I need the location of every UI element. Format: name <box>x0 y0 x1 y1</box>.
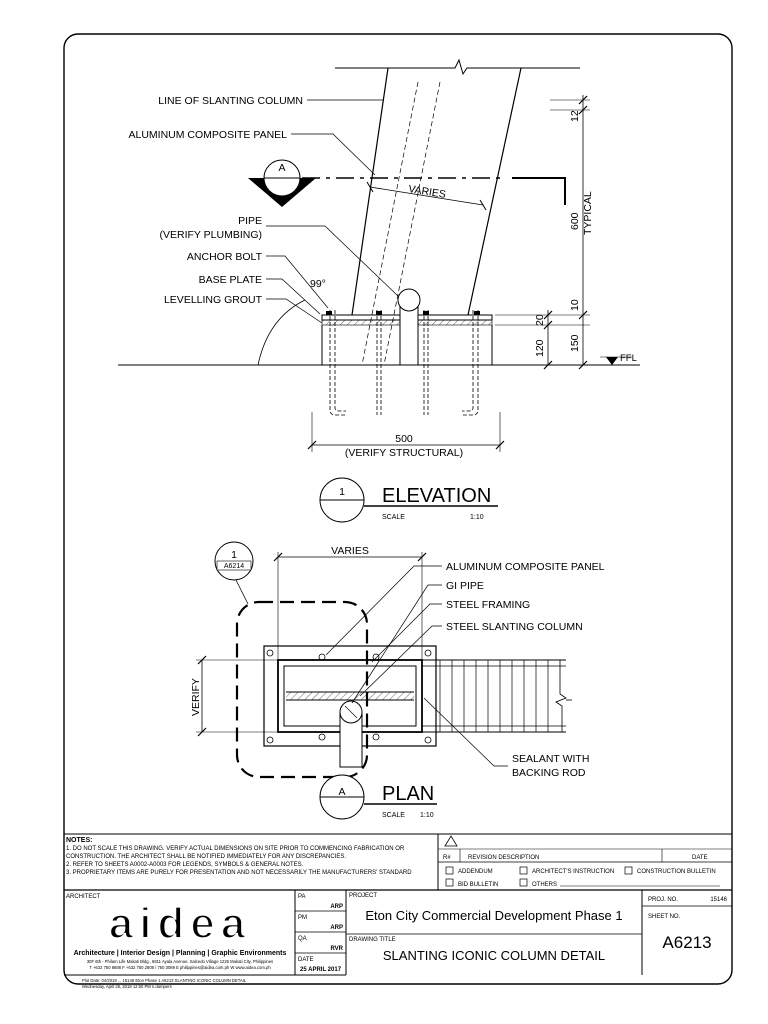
svg-text:VERIFY: VERIFY <box>190 678 202 716</box>
sheet-border <box>63 33 733 985</box>
svg-text:PROJ. NO.: PROJ. NO. <box>648 897 678 903</box>
svg-text:T +632 750 8688 F +632 750 28: T +632 750 8688 F +632 750 2808 / 750 30… <box>89 965 271 970</box>
svg-text:500: 500 <box>395 433 413 445</box>
svg-text:ARCHITECT: ARCHITECT <box>66 894 101 900</box>
svg-text:CONSTRUCTION. THE ARCHITECT SH: CONSTRUCTION. THE ARCHITECT SHALL BE NOT… <box>66 854 346 860</box>
svg-text:SCALE: SCALE <box>382 514 405 521</box>
svg-text:RVR: RVR <box>330 946 343 952</box>
svg-text:(VERIFY STRUCTURAL): (VERIFY STRUCTURAL) <box>345 447 463 459</box>
svg-text:ARP: ARP <box>330 925 343 931</box>
elevation-title: 1 ELEVATION SCALE 1:10 <box>319 477 498 523</box>
svg-text:DATE: DATE <box>692 855 708 861</box>
drawing-title: SLANTING ICONIC COLUMN DETAIL <box>383 948 605 963</box>
sheet-number: A6213 <box>662 933 711 952</box>
title-block: ARCHITECT aidea Architecture | Interior … <box>64 889 732 989</box>
svg-text:VARIES: VARIES <box>408 183 447 201</box>
aidea-tagline: Architecture | Interior Design | Plannin… <box>74 950 287 957</box>
svg-text:TYPICAL: TYPICAL <box>582 191 594 235</box>
svg-text:REVISION DESCRIPTION: REVISION DESCRIPTION <box>468 855 539 861</box>
option-addendum: ADDENDUM <box>458 869 493 875</box>
label-base-plate: BASE PLATE <box>199 274 262 286</box>
svg-text:25 APRIL 2017: 25 APRIL 2017 <box>300 967 342 973</box>
elevation-drawing: A VARIES 99° <box>118 58 640 523</box>
svg-text:99°: 99° <box>310 278 326 290</box>
option-construction-bulletin: CONSTRUCTION BULLETIN <box>637 869 716 875</box>
svg-text:1:10: 1:10 <box>470 514 484 521</box>
svg-text:Plot Date: 04/2019 ... 15146 E: Plot Date: 04/2019 ... 15146 Eton Phase … <box>82 978 247 983</box>
label-steel-framing: STEEL FRAMING <box>446 599 530 611</box>
svg-text:1: 1 <box>339 486 345 498</box>
label-pipe: PIPE <box>238 215 262 227</box>
svg-text:FFL: FFL <box>620 353 637 364</box>
option-others: OTHERS <box>532 882 557 888</box>
plan-heading: PLAN <box>382 783 434 805</box>
label-plan-acp: ALUMINUM COMPOSITE PANEL <box>446 561 605 573</box>
svg-text:150: 150 <box>569 334 581 352</box>
option-architects-instruction: ARCHITECT'S INSTRUCTION <box>532 869 614 875</box>
label-backing-rod: BACKING ROD <box>512 767 586 779</box>
svg-text:VARIES: VARIES <box>331 545 369 557</box>
svg-text:12: 12 <box>569 110 581 122</box>
svg-text:SHEET NO.: SHEET NO. <box>648 914 681 920</box>
svg-text:30F 6th - Philam Life Makati B: 30F 6th - Philam Life Makati Bldg., 6811… <box>87 959 273 964</box>
option-bid-bulletin: BID BULLETIN <box>458 882 498 888</box>
svg-text:ARP: ARP <box>330 904 343 910</box>
svg-text:PROJECT: PROJECT <box>349 893 377 899</box>
svg-text:NOTES:: NOTES: <box>66 837 92 844</box>
svg-text:Wednesday, April 25, 2018 1: Wednesday, April 25, 2018 12:50 PM n.dam… <box>82 984 172 989</box>
svg-text:120: 120 <box>534 339 546 357</box>
svg-text:2. REFER TO SHEETS A0002-A000: 2. REFER TO SHEETS A0002-A0003 FOR LEGEN… <box>66 862 304 868</box>
elevation-heading: ELEVATION <box>382 485 491 507</box>
aidea-logo: aidea <box>109 899 252 948</box>
label-steel-slanting-column: STEEL SLANTING COLUMN <box>446 621 583 633</box>
svg-text:A: A <box>278 162 285 174</box>
svg-text:R#: R# <box>443 855 451 861</box>
label-pipe-note: (VERIFY PLUMBING) <box>160 229 263 241</box>
svg-text:15146: 15146 <box>710 897 727 903</box>
plan-drawing: 1 A6214 <box>190 541 605 820</box>
svg-text:PA: PA <box>298 894 306 900</box>
svg-text:20: 20 <box>534 314 546 326</box>
notes-block: NOTES: 1. DO NOT SCALE THIS DRAWING. VER… <box>64 833 732 876</box>
section-marker-a: A <box>248 159 316 207</box>
label-anchor-bolt: ANCHOR BOLT <box>187 251 263 263</box>
svg-text:600: 600 <box>569 212 581 230</box>
label-gi-pipe: GI PIPE <box>446 580 484 592</box>
svg-text:SCALE: SCALE <box>382 812 405 819</box>
revision-block: R# REVISION DESCRIPTION DATE ADDENDUM AR… <box>437 834 732 890</box>
svg-text:PM: PM <box>298 915 307 921</box>
svg-text:DATE: DATE <box>298 957 314 963</box>
svg-text:A6214: A6214 <box>224 563 244 570</box>
svg-text:QA: QA <box>298 936 307 942</box>
svg-text:1. DO NOT SCALE THIS DRAWING.: 1. DO NOT SCALE THIS DRAWING. VERIFY ACT… <box>66 846 405 852</box>
svg-text:1:10: 1:10 <box>420 812 434 819</box>
svg-text:A: A <box>338 786 345 798</box>
label-acp: ALUMINUM COMPOSITE PANEL <box>129 129 288 141</box>
label-sealant: SEALANT WITH <box>512 753 589 765</box>
svg-text:3. PROPRIETARY ITEMS ARE PUR: 3. PROPRIETARY ITEMS ARE PURELY FOR PRES… <box>66 870 412 876</box>
svg-text:10: 10 <box>569 299 581 311</box>
svg-text:1: 1 <box>231 549 237 561</box>
plan-title: A PLAN SCALE 1:10 <box>319 774 437 820</box>
svg-text:DRAWING TITLE: DRAWING TITLE <box>349 937 396 943</box>
project-name: Eton City Commercial Development Phase 1 <box>365 908 622 923</box>
label-levelling-grout: LEVELLING GROUT <box>164 294 263 306</box>
label-slanting-column: LINE OF SLANTING COLUMN <box>158 95 303 107</box>
